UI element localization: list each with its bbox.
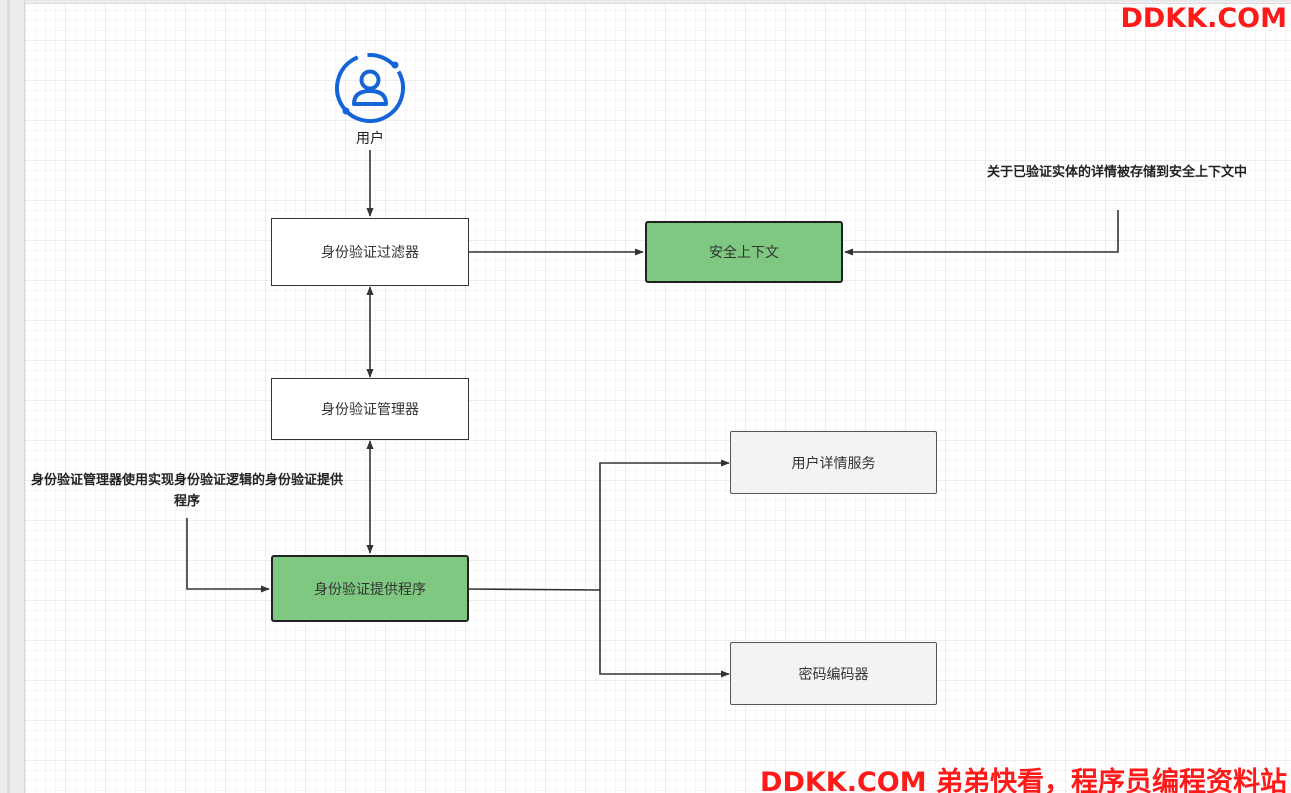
user-icon	[335, 53, 405, 123]
user-label: 用户	[356, 131, 384, 147]
auth-provider-node[interactable]: 身份验证提供程序	[271, 555, 469, 622]
edge-to-password-encoder	[599, 590, 730, 678]
context-note-label: 关于已验证实体的详情被存储到安全上下文中	[986, 165, 1247, 180]
watermark-bottom: DDKK.COM 弟弟快看，程序员编程资料站	[760, 767, 1287, 793]
edge-note-to-provider	[186, 518, 270, 593]
watermark-top-right: DDKK.COM	[1120, 3, 1287, 34]
left-panel-edge	[0, 0, 25, 793]
edge-to-user-details	[599, 459, 730, 590]
edge-note-to-context	[844, 210, 1119, 256]
security-context-node[interactable]: 安全上下文	[645, 221, 843, 283]
grid-background	[25, 0, 1291, 793]
auth-filter-node[interactable]: 身份验证过滤器	[271, 218, 469, 286]
auth-manager-node[interactable]: 身份验证管理器	[271, 378, 469, 440]
left-panel-divider	[7, 0, 10, 793]
manager-note-label: 身份验证管理器使用实现身份验证逻辑的身份验证提供程序	[30, 473, 343, 509]
password-encoder-node[interactable]: 密码编码器	[730, 642, 937, 705]
user-details-service-node[interactable]: 用户详情服务	[730, 431, 937, 494]
edge-provider-to-split	[468, 588, 601, 591]
